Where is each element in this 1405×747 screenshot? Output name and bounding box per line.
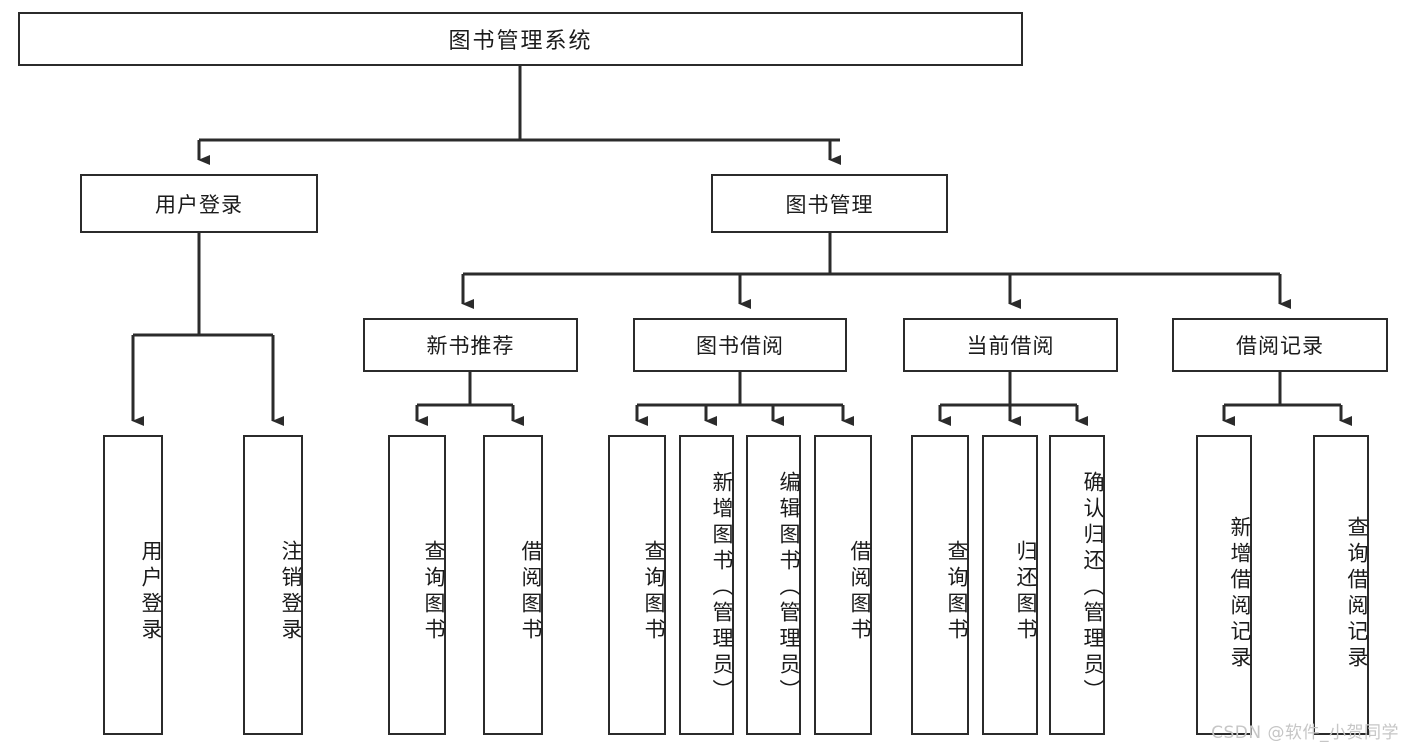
node-leaf-query-borrow-record-label: 查询借阅记录 [1345, 516, 1369, 672]
node-root[interactable]: 图书管理系统 [18, 12, 1023, 66]
node-user-login-label: 用户登录 [155, 192, 243, 217]
node-user-login[interactable]: 用户登录 [80, 174, 318, 233]
node-book-borrow-label: 图书借阅 [696, 334, 784, 358]
node-leaf-user-login[interactable]: 用户登录 [103, 435, 163, 735]
node-book-borrow[interactable]: 图书借阅 [633, 318, 847, 372]
node-leaf-confirm-return[interactable]: 确认归还（管理员） [1049, 435, 1105, 735]
node-book-manage-label: 图书管理 [785, 192, 874, 217]
node-leaf-add-book-label: 新增图书（管理员） [710, 471, 734, 705]
node-root-label: 图书管理系统 [448, 29, 593, 54]
node-leaf-logout-label: 注销登录 [279, 540, 303, 644]
node-leaf-query-book-3[interactable]: 查询图书 [911, 435, 969, 735]
node-leaf-query-borrow-record[interactable]: 查询借阅记录 [1313, 435, 1369, 735]
node-borrow-record-label: 借阅记录 [1236, 334, 1324, 358]
node-leaf-query-book-1-label: 查询图书 [422, 540, 446, 644]
node-current-borrow[interactable]: 当前借阅 [903, 318, 1118, 372]
node-book-manage[interactable]: 图书管理 [711, 174, 948, 233]
node-leaf-logout[interactable]: 注销登录 [243, 435, 303, 735]
node-leaf-borrow-book-1-label: 借阅图书 [519, 540, 543, 644]
node-new-book-recommend[interactable]: 新书推荐 [363, 318, 578, 372]
node-leaf-edit-book-label: 编辑图书（管理员） [777, 471, 801, 705]
node-leaf-confirm-return-label: 确认归还（管理员） [1081, 471, 1105, 705]
node-leaf-borrow-book-1[interactable]: 借阅图书 [483, 435, 543, 735]
node-leaf-user-login-label: 用户登录 [139, 540, 163, 644]
node-leaf-query-book-3-label: 查询图书 [945, 540, 969, 644]
node-leaf-edit-book[interactable]: 编辑图书（管理员） [746, 435, 801, 735]
node-leaf-add-borrow-record-label: 新增借阅记录 [1228, 516, 1252, 672]
node-leaf-query-book-2[interactable]: 查询图书 [608, 435, 666, 735]
node-leaf-add-borrow-record[interactable]: 新增借阅记录 [1196, 435, 1252, 735]
node-leaf-query-book-2-label: 查询图书 [642, 540, 666, 644]
node-current-borrow-label: 当前借阅 [966, 334, 1055, 358]
node-leaf-return-book[interactable]: 归还图书 [982, 435, 1038, 735]
node-borrow-record[interactable]: 借阅记录 [1172, 318, 1388, 372]
csdn-watermark: CSDN @软件_小贺同学 [1211, 723, 1399, 743]
node-leaf-return-book-label: 归还图书 [1014, 540, 1038, 644]
node-leaf-query-book-1[interactable]: 查询图书 [388, 435, 446, 735]
node-leaf-borrow-book-2-label: 借阅图书 [848, 540, 872, 644]
node-new-book-recommend-label: 新书推荐 [426, 334, 515, 358]
node-leaf-add-book[interactable]: 新增图书（管理员） [679, 435, 734, 735]
node-leaf-borrow-book-2[interactable]: 借阅图书 [814, 435, 872, 735]
